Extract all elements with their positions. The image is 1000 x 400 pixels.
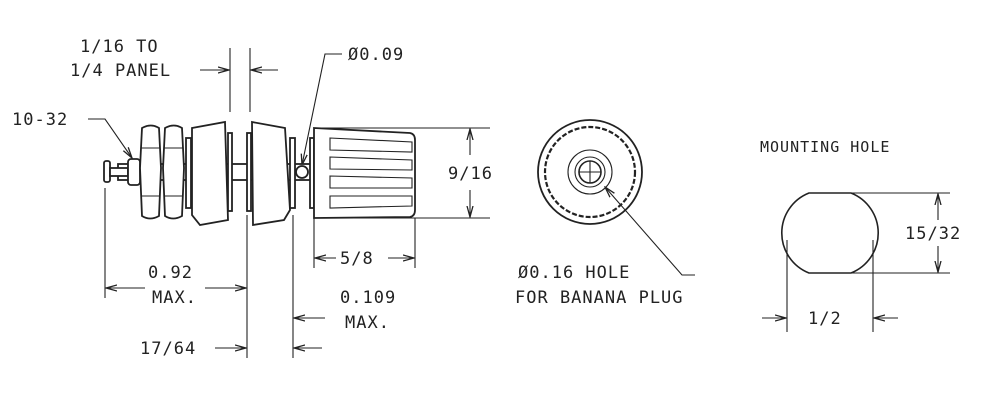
mounting-hole-title: MOUNTING HOLE <box>760 138 890 156</box>
thread-label: 10-32 <box>12 110 68 130</box>
panel-label-1: 1/16 TO <box>80 37 159 57</box>
hole-height-label: 15/32 <box>905 224 961 244</box>
washer-1 <box>185 137 192 209</box>
socket-ring <box>574 156 606 188</box>
mounting-hole-view: MOUNTING HOLE 15/32 1/2 <box>760 138 961 332</box>
hole-label-1: Ø0.16 HOLE <box>518 263 630 283</box>
overall-length-label: 0.92 <box>148 263 193 283</box>
overall-length-suffix: MAX. <box>152 288 197 308</box>
knob-diameter-label: 9/16 <box>448 164 493 184</box>
washer-2 <box>227 132 233 212</box>
front-view: Ø0.16 HOLE FOR BANANA PLUG <box>515 119 695 308</box>
panel-label-2: 1/4 PANEL <box>70 61 171 81</box>
pin-hole-label: Ø0.09 <box>348 45 404 65</box>
cross-hole <box>295 165 309 179</box>
washer-4 <box>289 137 296 209</box>
stud-head <box>103 160 111 183</box>
insulator-rear <box>251 120 291 227</box>
hole-leader <box>605 187 695 276</box>
thread-stud <box>127 158 141 186</box>
hex-nut-2 <box>162 124 185 220</box>
knurl-ring <box>543 125 637 219</box>
hole-label-2: FOR BANANA PLUG <box>515 288 684 308</box>
stud-neck <box>109 167 129 177</box>
gap-label: 0.109 <box>340 288 396 308</box>
knob <box>313 127 416 219</box>
hole-width-label: 1/2 <box>808 309 842 329</box>
insulator-label: 17/64 <box>140 339 196 359</box>
hex-nut-1 <box>139 124 162 220</box>
pin-hole-leader <box>302 53 342 165</box>
mounting-hole-shape <box>781 192 879 274</box>
inner-ring <box>567 149 613 195</box>
washer-3 <box>246 132 252 212</box>
insulator-front <box>191 120 229 226</box>
gap-suffix: MAX. <box>345 313 390 333</box>
knob-length-label: 5/8 <box>340 249 374 269</box>
thread-leader <box>88 118 132 158</box>
side-view: 1/16 TO 1/4 PANEL Ø0.09 10-32 <box>12 37 493 359</box>
